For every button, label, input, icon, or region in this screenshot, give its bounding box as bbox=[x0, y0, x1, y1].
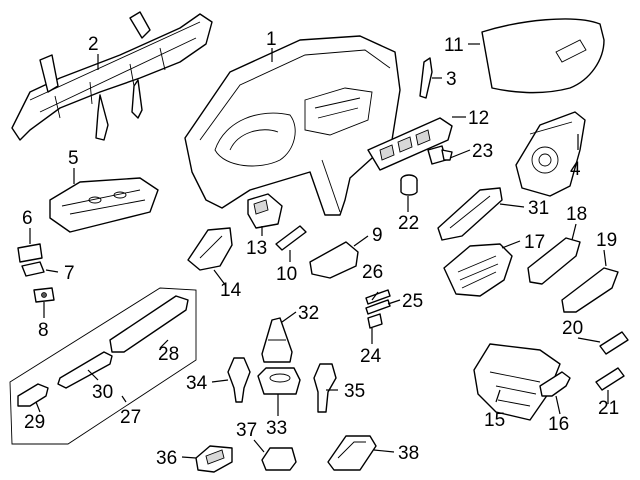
callout-2: 2 bbox=[88, 34, 99, 55]
callout-9: 9 bbox=[372, 225, 383, 246]
callout-23: 23 bbox=[472, 141, 493, 162]
callout-4: 4 bbox=[570, 159, 581, 180]
callout-20: 20 bbox=[562, 318, 583, 339]
callout-17: 17 bbox=[524, 232, 545, 253]
callout-21: 21 bbox=[598, 398, 619, 419]
part-5-bracket bbox=[49, 177, 159, 233]
callout-15: 15 bbox=[484, 410, 505, 431]
callout-22: 22 bbox=[398, 213, 419, 234]
part-8-clip bbox=[33, 287, 55, 303]
callout-11: 11 bbox=[444, 35, 464, 56]
callout-10: 10 bbox=[276, 264, 297, 285]
part-17-center-vent bbox=[443, 243, 513, 297]
callout-3: 3 bbox=[446, 69, 457, 90]
part-6-clip bbox=[17, 243, 43, 263]
part-9-panel bbox=[309, 241, 359, 279]
callout-31: 31 bbox=[528, 198, 549, 219]
part-33-shift-surround bbox=[257, 367, 301, 395]
leader-lines bbox=[29, 43, 609, 459]
part-32-shift-boot bbox=[261, 317, 293, 363]
callout-6: 6 bbox=[22, 208, 33, 229]
callout-33: 33 bbox=[266, 418, 287, 439]
callout-12: 12 bbox=[468, 108, 489, 129]
part-20-knob bbox=[599, 331, 629, 355]
part-27-trim-set bbox=[9, 287, 197, 445]
callout-14: 14 bbox=[220, 280, 242, 301]
part-1-instrument-panel bbox=[184, 35, 401, 216]
callout-25: 25 bbox=[402, 291, 423, 312]
part-37-cover bbox=[261, 447, 297, 471]
callout-38: 38 bbox=[398, 443, 419, 464]
part-7-clip bbox=[21, 261, 45, 277]
callout-27: 27 bbox=[120, 407, 141, 428]
callout-37: 37 bbox=[236, 420, 257, 441]
part-36-switch bbox=[195, 445, 233, 473]
part-12-switch-panel bbox=[367, 117, 453, 171]
callout-35: 35 bbox=[344, 381, 365, 402]
callout-29: 29 bbox=[24, 412, 45, 433]
part-35-shift-lever bbox=[313, 363, 337, 413]
part-13-switch-block bbox=[247, 193, 283, 229]
part-4-gauge-cluster bbox=[515, 111, 586, 197]
part-34-shift-knob bbox=[227, 357, 251, 403]
part-22-lighter-socket bbox=[400, 174, 418, 196]
part-16-bracket bbox=[539, 371, 571, 397]
callout-24: 24 bbox=[360, 346, 382, 367]
part-24-strip bbox=[367, 313, 383, 329]
part-31-vent-bezel bbox=[437, 187, 503, 241]
callout-34: 34 bbox=[186, 373, 208, 394]
part-14-side-cover bbox=[187, 227, 233, 271]
callout-labels: 1 2 3 4 5 6 7 8 9 10 11 12 13 14 17 18 1… bbox=[22, 29, 619, 469]
callout-30: 30 bbox=[92, 382, 113, 403]
part-11-glove-box bbox=[481, 18, 605, 94]
part-3-trim-strip bbox=[419, 57, 433, 99]
callout-7: 7 bbox=[64, 263, 75, 284]
part-23-switch bbox=[427, 145, 453, 165]
callout-32: 32 bbox=[298, 303, 319, 324]
callout-19: 19 bbox=[596, 230, 617, 251]
part-18-vent bbox=[527, 237, 581, 285]
callout-26: 26 bbox=[362, 262, 383, 283]
callout-36: 36 bbox=[156, 448, 177, 469]
callout-13: 13 bbox=[246, 238, 267, 259]
part-2-cross-car-beam bbox=[11, 11, 213, 141]
part-19-vent bbox=[561, 267, 619, 313]
part-25-strip bbox=[365, 299, 391, 315]
callout-8: 8 bbox=[38, 320, 49, 341]
callout-28: 28 bbox=[158, 344, 179, 365]
callout-18: 18 bbox=[566, 204, 587, 225]
part-26-strip bbox=[365, 289, 391, 305]
part-38-mat bbox=[327, 435, 377, 471]
callout-16: 16 bbox=[548, 414, 569, 435]
callout-5: 5 bbox=[68, 148, 79, 169]
part-10-handle bbox=[275, 225, 307, 251]
part-21-knob bbox=[595, 367, 625, 391]
callout-1: 1 bbox=[266, 29, 277, 50]
